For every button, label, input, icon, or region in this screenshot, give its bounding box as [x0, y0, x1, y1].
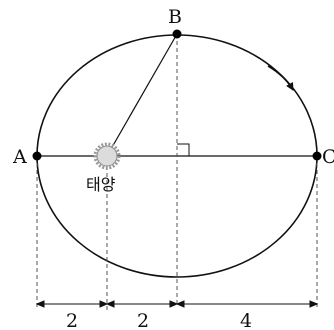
orbit-direction-arrow — [267, 65, 294, 91]
dimension-label-2: 2 — [137, 310, 149, 330]
point-a-dot — [32, 151, 42, 161]
dimension-label-1: 2 — [66, 310, 78, 330]
sun-icon — [93, 142, 121, 170]
dimension-lines — [35, 300, 319, 308]
label-a: A — [12, 146, 27, 168]
point-c-dot — [312, 151, 322, 161]
point-b-dot — [172, 29, 182, 39]
label-sun: 태양 — [86, 175, 116, 194]
dimension-label-3: 4 — [240, 310, 252, 330]
label-b: B — [168, 6, 182, 28]
right-angle-mark — [177, 143, 190, 156]
label-c: C — [322, 146, 334, 168]
sun-to-b-line — [106, 33, 178, 157]
